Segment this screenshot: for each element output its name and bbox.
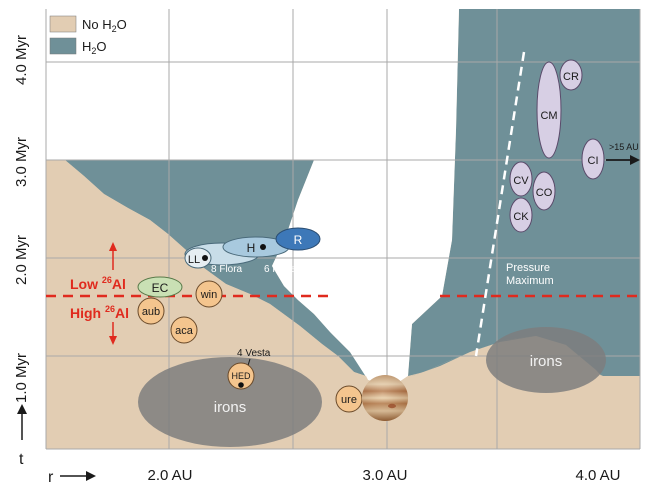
- cr-label: CR: [563, 71, 579, 83]
- ordinary-chondrites: LL H R 8 Flora 6 Hebe: [184, 227, 321, 275]
- aub-circle: [137, 297, 165, 325]
- r-label: R: [294, 233, 303, 247]
- al26-boundary: Low 26Al High 26Al: [46, 242, 640, 345]
- x-tick-3au: 3.0 AU: [362, 467, 407, 484]
- vesta-label: 4 Vesta: [237, 348, 271, 359]
- y-tick-3myr: 3.0 Myr: [13, 137, 30, 187]
- ll-small-ellipse: [184, 247, 212, 269]
- ure-circle: [335, 385, 363, 413]
- r-axis-variable: r: [48, 469, 54, 486]
- water-region-inner: [65, 160, 366, 376]
- hebe-label: 6 Hebe: [264, 264, 297, 275]
- y-tick-1myr: 1.0 Myr: [13, 353, 30, 403]
- legend-label-no-water: No H2O: [82, 17, 127, 34]
- t-arrow-head: [17, 404, 27, 414]
- legend-swatch-no-water: [49, 15, 77, 33]
- ci-distance-note: >15 AU: [609, 142, 639, 152]
- cm-ellipse: [536, 61, 562, 159]
- hebe-dot: [260, 244, 266, 250]
- pressure-maximum-label-1: Pressure: [506, 262, 550, 274]
- flora-label: 8 Flora: [211, 264, 243, 275]
- legend-label-water: H2O: [82, 39, 107, 56]
- inner-bodies: EC win aub aca 4 Vesta HED ure: [137, 276, 363, 413]
- ci-ellipse: [581, 138, 605, 180]
- jupiter: [362, 375, 408, 421]
- x-tick-2au: 2.0 AU: [147, 467, 192, 484]
- pressure-maximum-line: [474, 51, 526, 357]
- co-ellipse: [532, 171, 556, 211]
- irons-outer-label: irons: [530, 353, 563, 370]
- y-axis: 1.0 Myr 2.0 Myr 3.0 Myr 4.0 Myr t: [13, 35, 30, 468]
- cm-label: CM: [540, 110, 557, 122]
- x-tick-4au: 4.0 AU: [575, 467, 620, 484]
- aca-circle: [170, 316, 198, 344]
- irons-inner-ellipse: [138, 357, 322, 447]
- high-al26-label: High 26Al: [70, 304, 129, 321]
- hed-circle: [227, 362, 255, 390]
- no-water-top-left: [46, 160, 412, 449]
- win-circle: [195, 280, 223, 308]
- carbonaceous-chondrites: CR CM CI >15 AU CV CO CK: [509, 59, 640, 233]
- hed-label: HED: [231, 371, 251, 381]
- x-axis: r 2.0 AU 3.0 AU 4.0 AU: [48, 467, 621, 486]
- aub-label: aub: [142, 306, 160, 318]
- white-gap-region: [46, 9, 459, 384]
- irons-inner-label: irons: [214, 399, 247, 416]
- irons-outer-group: irons: [486, 327, 606, 393]
- t-axis-variable: t: [19, 451, 24, 468]
- flora-dot: [202, 255, 208, 261]
- low-al26-label: Low 26Al: [70, 275, 126, 292]
- vesta-dot: [238, 382, 244, 388]
- ure-label: ure: [341, 394, 357, 406]
- pressure-maximum: Pressure Maximum: [474, 51, 554, 357]
- co-label: CO: [536, 187, 553, 199]
- ec-ellipse: [137, 276, 183, 298]
- irons-inner-group: irons: [138, 357, 322, 447]
- pressure-maximum-label-2: Maximum: [506, 275, 554, 287]
- irons-outer-ellipse: [486, 327, 606, 393]
- y-tick-4myr: 4.0 Myr: [13, 35, 30, 85]
- al26-arrow-down-head: [109, 336, 117, 345]
- ci-label: CI: [588, 155, 599, 167]
- al26-arrow-up-head: [109, 242, 117, 251]
- r-arrow-head: [86, 471, 96, 481]
- ll-label: LL: [188, 254, 200, 266]
- cv-label: CV: [513, 175, 529, 187]
- ck-label: CK: [513, 211, 529, 223]
- h-label: H: [247, 241, 256, 255]
- cr-ellipse: [559, 59, 583, 91]
- ck-ellipse: [509, 197, 533, 233]
- ec-label: EC: [152, 281, 169, 295]
- ci-arrow-head: [630, 155, 640, 165]
- win-label: win: [200, 289, 218, 301]
- y-tick-2myr: 2.0 Myr: [13, 235, 30, 285]
- legend: No H2O H2O: [49, 15, 127, 56]
- legend-swatch-water: [49, 37, 77, 55]
- cv-ellipse: [509, 161, 533, 197]
- r-ellipse: [275, 227, 321, 251]
- aca-label: aca: [175, 325, 194, 337]
